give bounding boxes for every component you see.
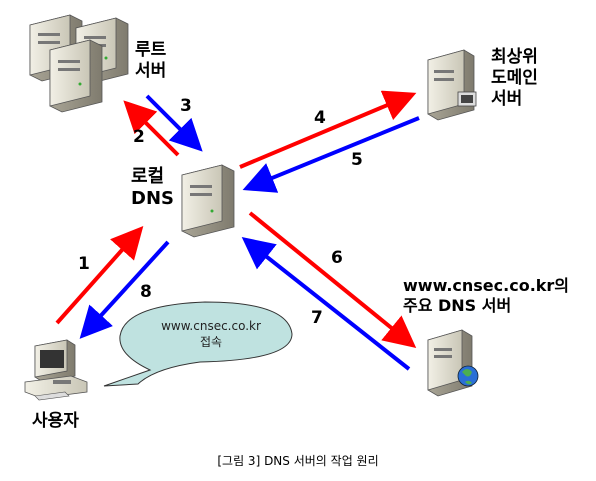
local-dns-label: 로컬 DNS bbox=[131, 166, 174, 209]
arrow-3 bbox=[145, 94, 203, 152]
step-5-label: 5 bbox=[351, 150, 363, 170]
step-3-label: 3 bbox=[180, 96, 192, 116]
bubble-text: www.cnsec.co.kr 접속 bbox=[161, 319, 261, 349]
arrow-8 bbox=[79, 240, 170, 339]
step-7-label: 7 bbox=[311, 308, 323, 328]
step-8-label: 8 bbox=[140, 282, 152, 302]
local-dns-server-icon bbox=[181, 164, 235, 238]
step-2-label: 2 bbox=[133, 127, 145, 147]
arrow-1 bbox=[55, 226, 144, 325]
step-1-label: 1 bbox=[78, 254, 90, 274]
step-6-label: 6 bbox=[331, 248, 343, 268]
primary-dns-server-icon bbox=[427, 329, 479, 397]
root-server-icon bbox=[29, 14, 129, 113]
step-4-label: 4 bbox=[314, 108, 326, 128]
tld-server-label: 최상위 도메인 서버 bbox=[491, 47, 538, 109]
arrow-5 bbox=[242, 116, 420, 193]
arrow-4 bbox=[239, 90, 417, 169]
root-server-label: 루트 서버 bbox=[135, 40, 167, 81]
speech-bubble bbox=[103, 301, 293, 387]
tld-server-icon bbox=[427, 49, 477, 121]
arrow-6 bbox=[248, 211, 417, 349]
primary-dns-label: www.cnsec.co.kr의 주요 DNS 서버 bbox=[403, 276, 570, 315]
figure-caption: [그림 3] DNS 서버의 작업 원리 bbox=[217, 454, 379, 468]
arrow-7 bbox=[241, 237, 411, 371]
user-pc-icon bbox=[24, 339, 88, 401]
user-label: 사용자 bbox=[32, 411, 79, 431]
